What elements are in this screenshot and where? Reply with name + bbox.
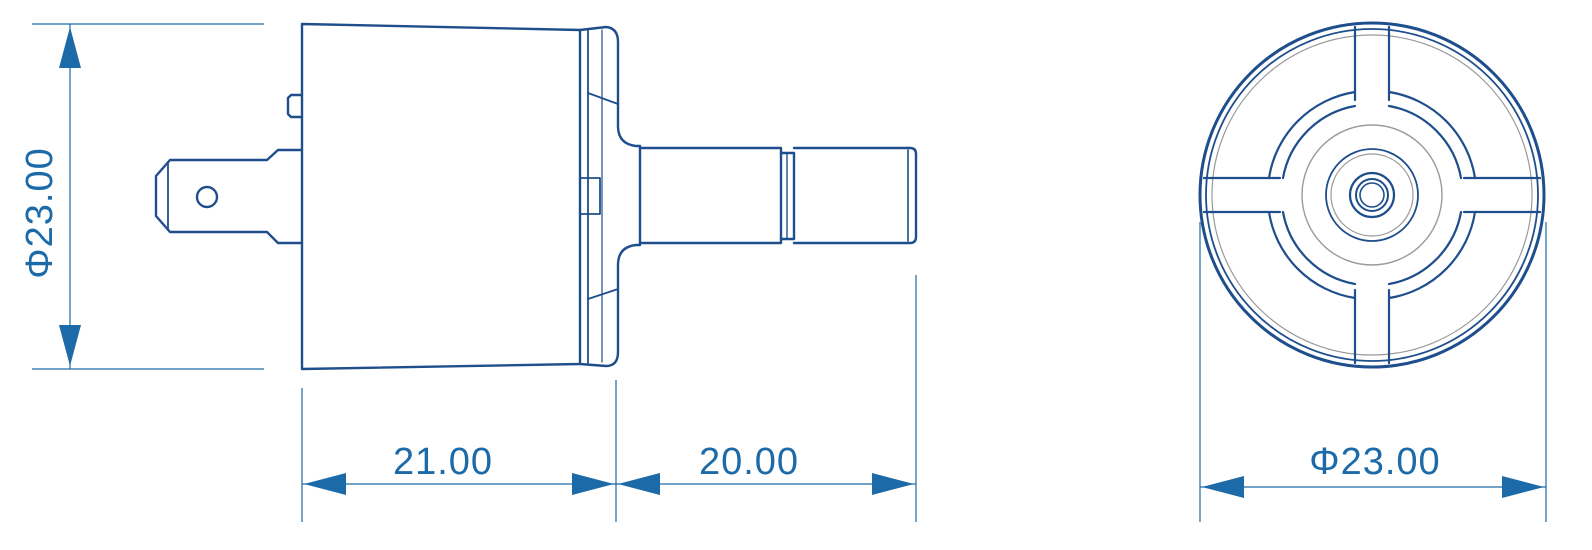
front-ring-small [1330,153,1414,237]
shaft-length-label: 20.00 [699,441,799,483]
front-outer-rim [1198,21,1546,369]
front-arc-top-left [1267,90,1357,180]
arrow-shaft-left [618,473,660,495]
main-body [300,22,582,371]
arrow-front-left [1202,476,1244,498]
front-rib-left [1202,176,1282,214]
front-rib-top [1353,25,1391,102]
terminal-hole [195,185,219,209]
arrow-body-right [572,473,614,495]
flange-outline [578,25,642,368]
front-thin-ring [1211,34,1533,356]
terminal-tab [154,148,304,245]
front-ring-medium [1325,148,1419,242]
flange-notch [579,177,601,215]
front-arc-bottom-left [1267,210,1357,300]
flange-rib-bottom [587,288,619,300]
body-length-label: 21.00 [393,441,493,483]
front-arc-bottom-right [1387,210,1477,300]
side-diameter-label: Φ23.00 [19,147,61,278]
arrow-front-right [1502,476,1544,498]
dimension-labels: Φ23.00 21.00 20.00 Φ23.00 [19,147,1440,483]
front-diameter-label: Φ23.00 [1309,441,1440,483]
shaft-section-1 [638,146,783,245]
dimension-arrows [59,27,1544,498]
front-hub-outer [1348,171,1396,219]
arrow-vertical-bottom [59,325,81,366]
front-arc-top-right [1387,90,1477,180]
front-hub-inner [1355,178,1389,212]
arrow-vertical-top [59,27,81,68]
front-rib-bottom [1353,288,1391,365]
arrow-body-left [304,473,346,495]
arrow-shaft-right [872,473,914,495]
side-view [154,22,918,371]
front-outer-rim-inner [1205,28,1539,362]
shaft-section-2 [792,146,918,245]
flange-rib-top [587,92,619,105]
front-ring-large [1301,124,1443,266]
locating-pin [286,93,304,119]
front-view [1198,21,1546,369]
front-rib-right [1462,176,1542,214]
front-hub-hole [1359,182,1385,208]
